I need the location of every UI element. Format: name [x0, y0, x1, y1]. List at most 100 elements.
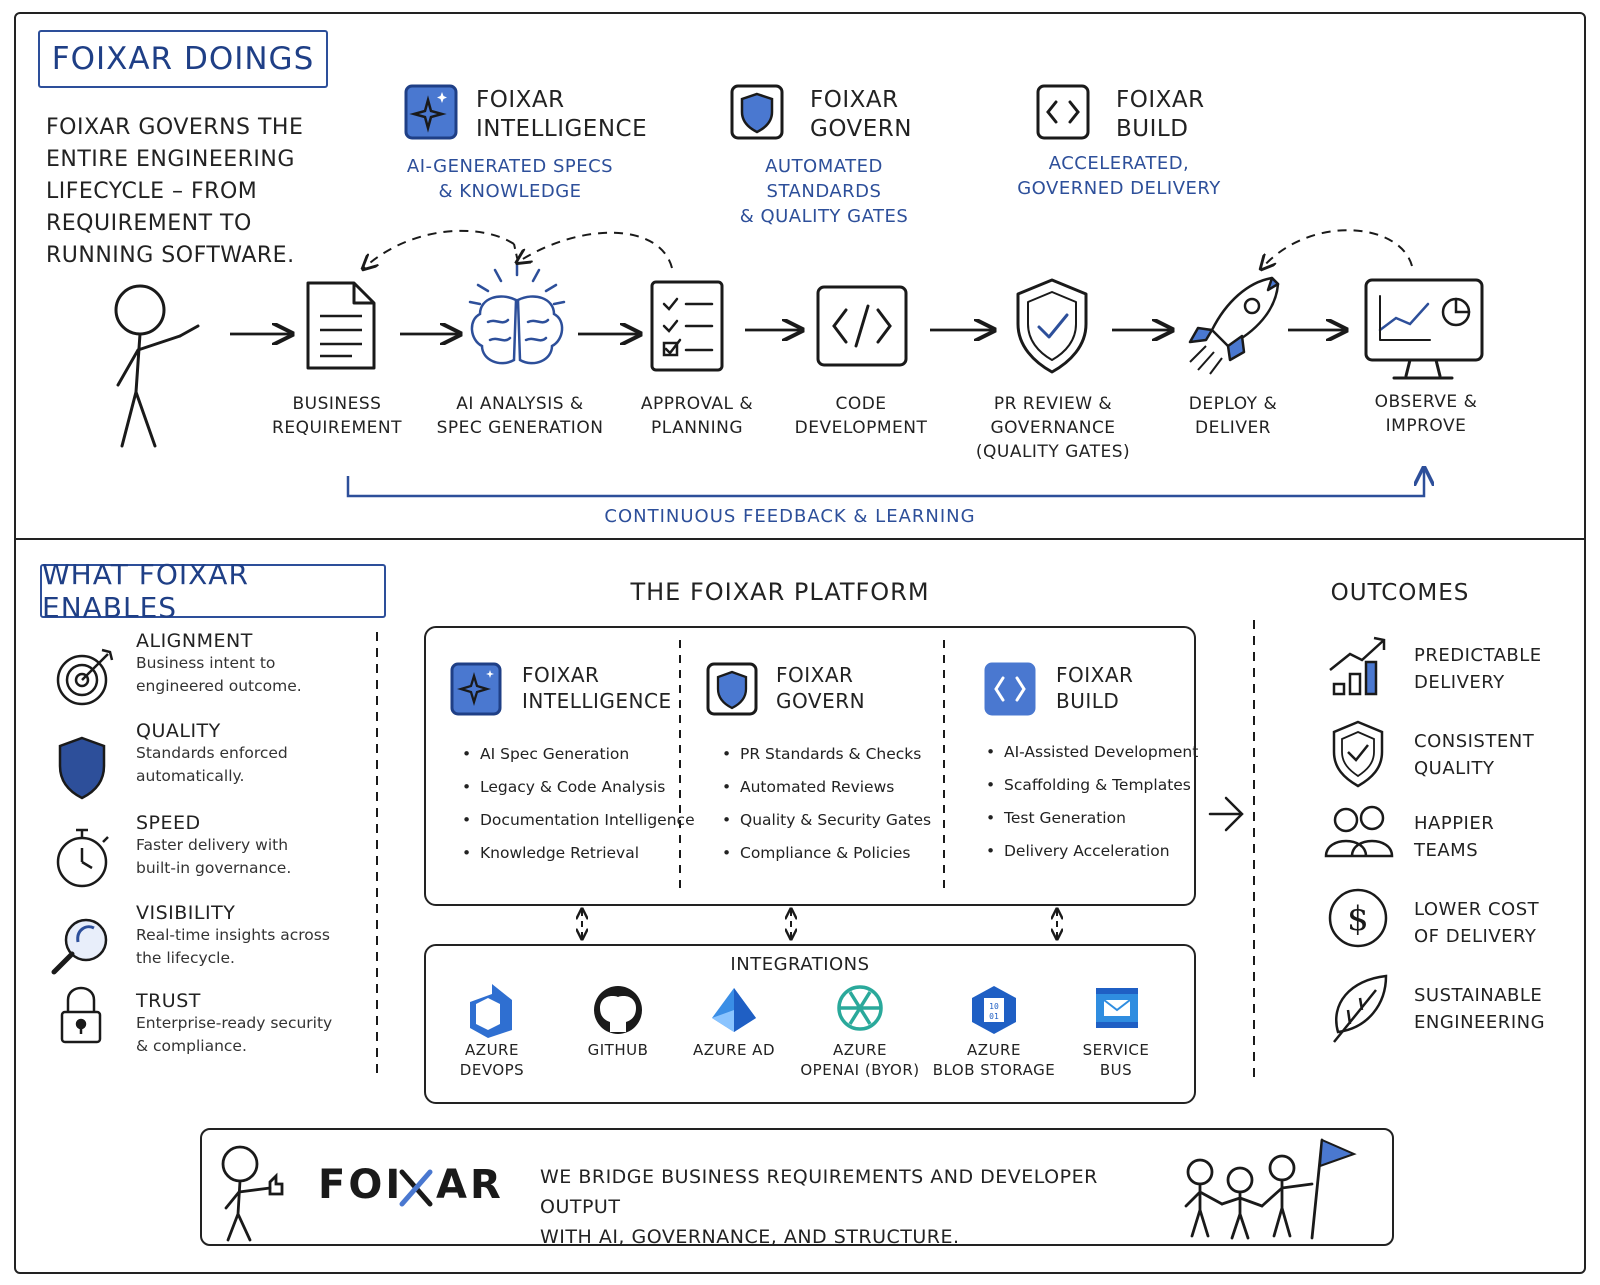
step-code-development: CODE DEVELOPMENT [786, 392, 936, 440]
outcome-predictable-delivery: PREDICTABLE DELIVERY [1414, 642, 1574, 696]
bidirectional-arrows [582, 910, 1057, 938]
flow-arrows [230, 330, 1344, 334]
blob-storage-icon: 10 01 [972, 986, 1016, 1034]
tagline-line2: WITH AI, GOVERNANCE, AND STRUCTURE. [540, 1226, 960, 1248]
col-title-line1: FOIXAR [522, 663, 600, 687]
team-with-flag-figures [1184, 1138, 1324, 1240]
step-label-line2: DELIVER [1195, 418, 1271, 438]
outcome-line2: OF DELIVERY [1414, 926, 1537, 947]
step-label-line3: (QUALITY GATES) [975, 442, 1131, 462]
monitor-chart-icon [1364, 278, 1484, 380]
feature-item: AI Spec Generation [462, 738, 695, 771]
feature-item: Test Generation [986, 802, 1209, 835]
outcomes-title: OUTCOMES [1330, 580, 1470, 606]
checklist-icon [650, 280, 724, 372]
feature-item: AI-Assisted Development [986, 736, 1209, 769]
leaf-icon [1333, 974, 1388, 1043]
integrations-panel [424, 944, 1196, 1104]
feature-item: Knowledge Retrieval [462, 837, 695, 870]
outcome-icons: $ [1324, 636, 1394, 1043]
product-sub-line1: ACCELERATED, [1048, 153, 1190, 174]
product-name-line1: FOIXAR [810, 87, 899, 113]
magnifier-icon [51, 918, 108, 975]
feedback-line [346, 470, 1424, 498]
enable-desc-line2: engineered outcome. [136, 677, 302, 695]
shield-icon [58, 736, 106, 800]
svg-text:$: $ [1347, 899, 1369, 939]
integration-azure-devops: AZURE DEVOPS [422, 1040, 562, 1080]
product-build: FOIXAR BUILD [1036, 84, 1236, 204]
step-business-requirement: BUSINESS REQUIREMENT [262, 392, 412, 440]
step-label-line1: CODE [835, 394, 887, 414]
enables-title-text: WHAT FOIXAR ENABLES [42, 558, 249, 624]
sparkle-icon [404, 84, 458, 140]
step-ai-analysis: AI ANALYSIS & SPEC GENERATION [432, 392, 608, 440]
integration-icons: 10 01 [470, 984, 1138, 1038]
product-name-line1: FOIXAR [476, 87, 565, 113]
platform-col-build-title: FOIXAR BUILD [1056, 662, 1186, 714]
outcome-consistent-quality: CONSISTENT QUALITY [1414, 728, 1574, 782]
dollar-icon: $ [1328, 888, 1388, 948]
product-sub-line2: GOVERNED DELIVERY [1017, 178, 1221, 199]
footer-tagline: WE BRIDGE BUSINESS REQUIREMENTS AND DEVE… [540, 1162, 1160, 1252]
enable-desc-line2: built-in governance. [136, 859, 292, 877]
outcome-line1: SUSTAINABLE [1414, 985, 1543, 1006]
enable-item-trust: TRUST Enterprise-ready security & compli… [136, 990, 366, 1058]
integration-label-line2: OPENAI (BYOR) [800, 1061, 920, 1079]
enable-title: QUALITY [136, 720, 221, 742]
integration-label-line2: BUS [1099, 1061, 1133, 1079]
platform-col-govern-features: PR Standards & Checks Automated Reviews … [722, 738, 955, 870]
enables-icons [51, 648, 114, 1044]
platform-column-icons [450, 662, 1036, 716]
outcome-happier-teams: HAPPIER TEAMS [1414, 810, 1574, 864]
outcome-line2: QUALITY [1414, 758, 1495, 779]
enable-title: VISIBILITY [136, 902, 236, 924]
platform-col-intelligence-title: FOIXAR INTELLIGENCE [522, 662, 682, 714]
sparkle-icon [450, 662, 502, 716]
enable-desc-line1: Faster delivery with [136, 836, 289, 854]
outcome-line1: CONSISTENT [1414, 731, 1535, 752]
target-icon [56, 648, 114, 706]
integrations-title: INTEGRATIONS [730, 954, 870, 975]
thumbs-up-figure [221, 1145, 284, 1242]
code-window-icon [816, 285, 908, 367]
integration-github: GITHUB [548, 1040, 688, 1060]
step-label-line2: PLANNING [650, 418, 744, 438]
enable-item-alignment: ALIGNMENT Business intent to engineered … [136, 630, 366, 698]
step-deploy: DEPLOY & DELIVER [1168, 392, 1298, 440]
section-divider [14, 538, 1586, 540]
growth-chart-icon [1329, 636, 1386, 696]
col-title-line2: INTELLIGENCE [522, 689, 672, 713]
integration-service-bus: SERVICE BUS [1046, 1040, 1186, 1080]
feature-item: Documentation Intelligence [462, 804, 695, 837]
integration-label-line1: AZURE [465, 1041, 519, 1059]
product-sub-line1: AI-GENERATED SPECS [406, 156, 614, 177]
platform-col-govern-title: FOIXAR GOVERN [776, 662, 926, 714]
enable-desc-line2: the lifecycle. [136, 949, 235, 967]
step-label-line1: PR REVIEW & [993, 394, 1113, 414]
outcome-line2: DELIVERY [1414, 672, 1505, 693]
enable-desc-line2: & compliance. [136, 1037, 247, 1055]
top-title: FOIXAR DOINGS [38, 30, 328, 88]
brain-icon [468, 260, 566, 365]
integration-azure-openai: AZURE OPENAI (BYOR) [790, 1040, 930, 1080]
product-name-line2: INTELLIGENCE [476, 116, 648, 142]
brand-left: FOI [318, 1162, 404, 1208]
openai-icon [837, 985, 883, 1031]
footer-brand-logo: FOI AR [318, 1162, 518, 1212]
stopwatch-icon [56, 828, 109, 888]
tagline-line1: WE BRIDGE BUSINESS REQUIREMENTS AND DEVE… [540, 1166, 1098, 1218]
enable-title: SPEED [136, 812, 201, 834]
enable-desc-line2: automatically. [136, 767, 245, 785]
step-label-line2: SPEC GENERATION [436, 418, 604, 438]
product-govern-sub: AUTOMATED STANDARDS & QUALITY GATES [708, 154, 940, 229]
iteration-loops [364, 229, 1413, 268]
outer-frame [14, 12, 1586, 1274]
product-sub-line2: & QUALITY GATES [739, 206, 909, 227]
integration-label-line2: BLOB STORAGE [932, 1061, 1056, 1079]
intro-text: FOIXAR GOVERNS THE ENTIRE ENGINEERING LI… [46, 115, 304, 268]
azure-ad-icon [712, 988, 756, 1032]
integration-label-line1: AZURE [833, 1041, 887, 1059]
product-name-line1: FOIXAR [1116, 87, 1205, 113]
platform-col-intelligence-features: AI Spec Generation Legacy & Code Analysi… [462, 738, 695, 870]
